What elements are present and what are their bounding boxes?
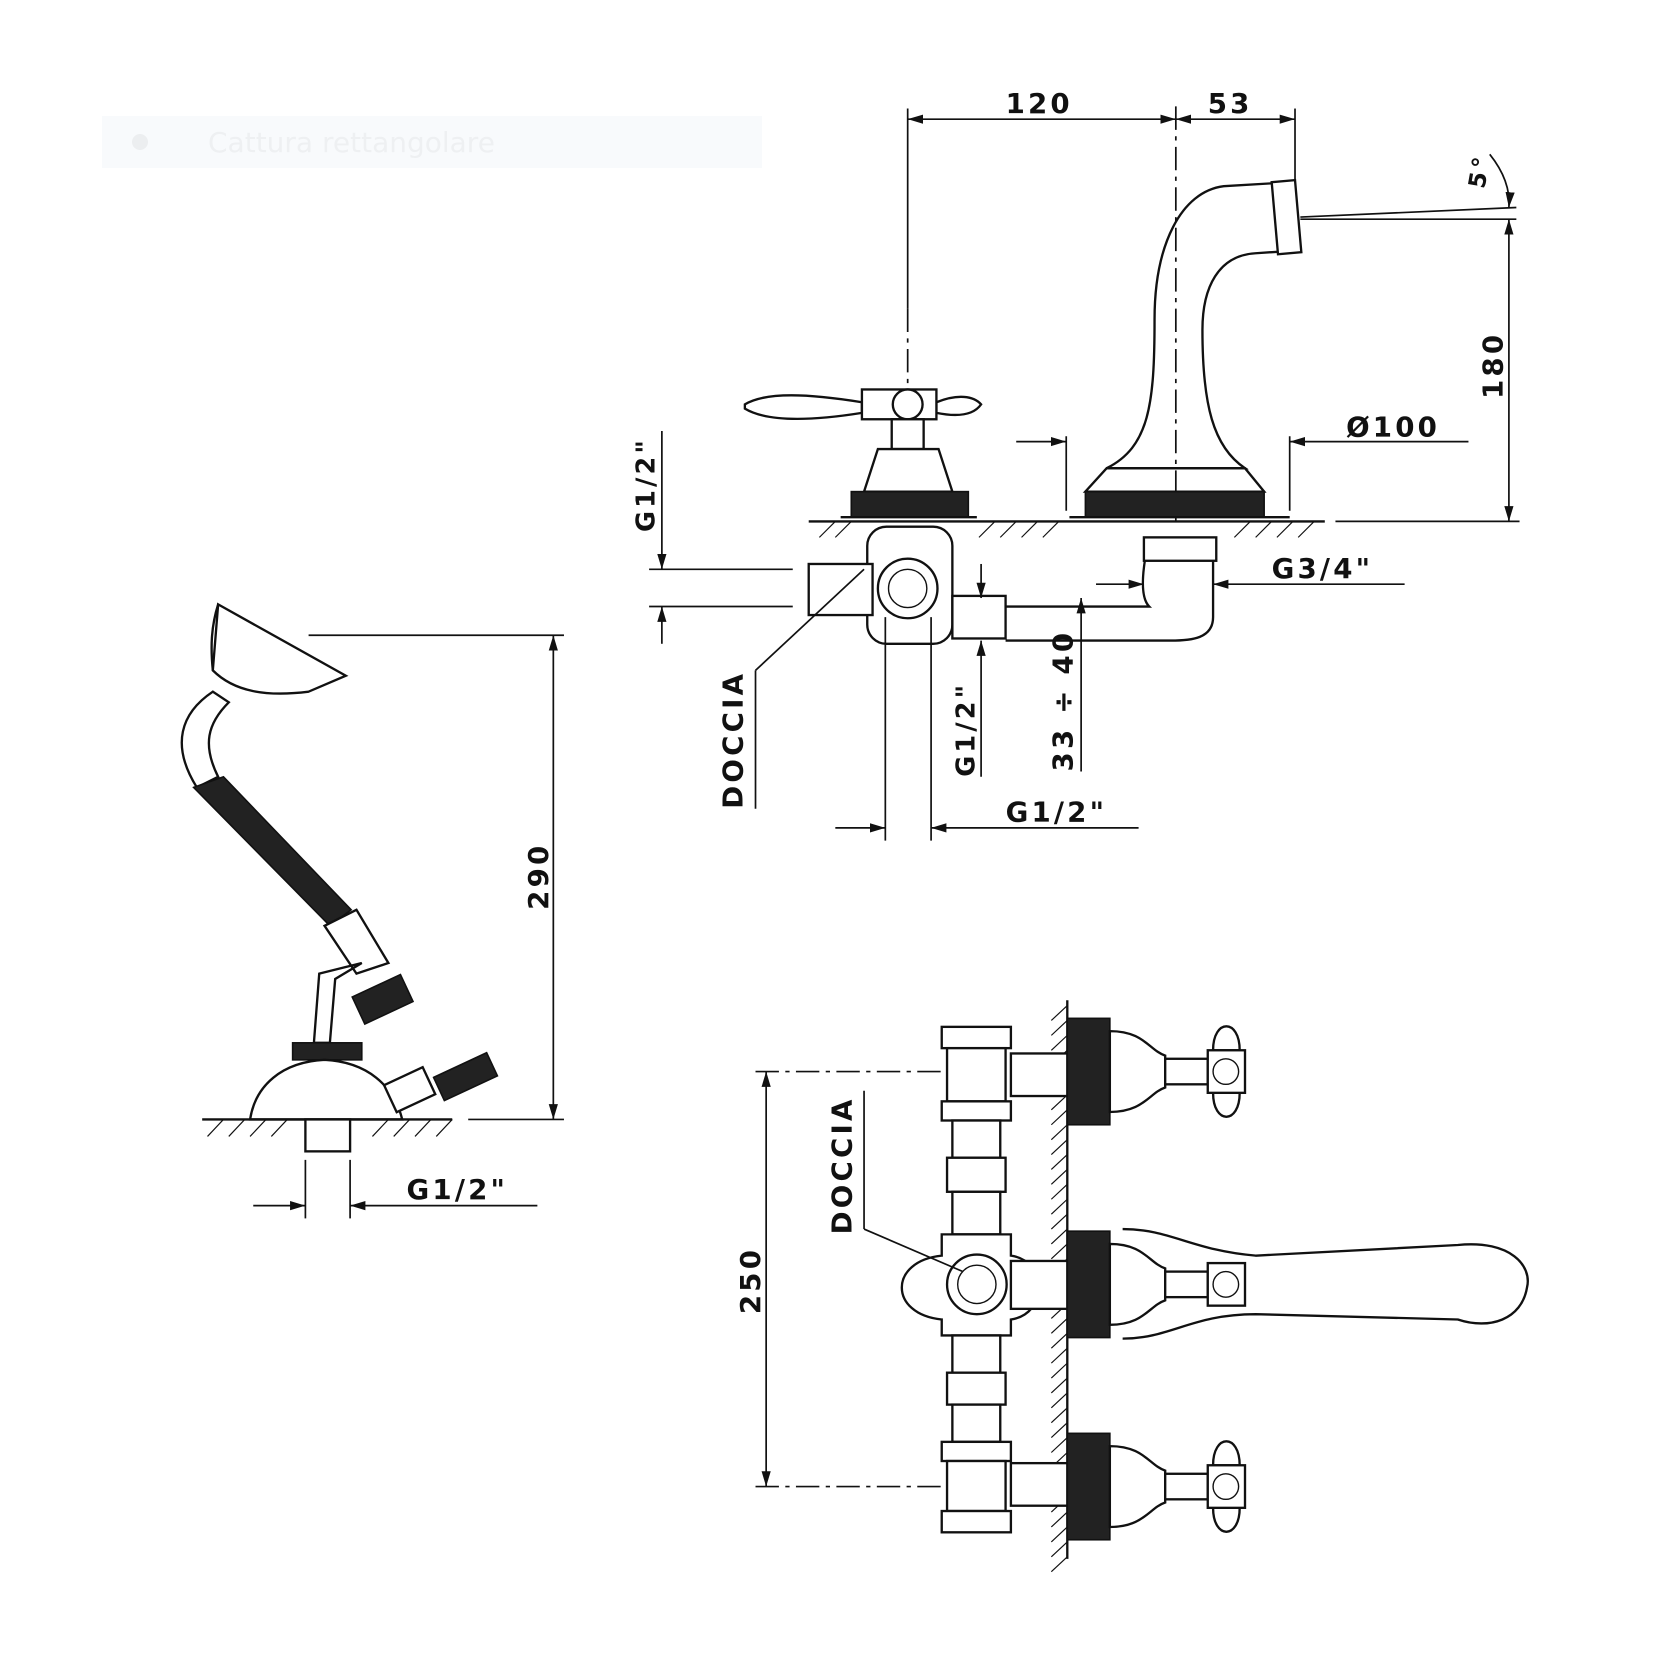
dim-120-label: 120 <box>1006 87 1073 120</box>
wall-mixer-plan: 250 DOCCIA <box>734 1000 1529 1573</box>
dim-290-label: 290 <box>522 842 555 909</box>
hand-shower-g12-label: G1/2" <box>406 1173 508 1206</box>
g12-left-label: G1/2" <box>631 437 661 532</box>
valve-group <box>1066 1230 1247 1339</box>
capture-label: Cattura rettangolare <box>208 125 495 159</box>
angle-label: 5° <box>1463 152 1497 191</box>
valve-group <box>1066 1017 1247 1126</box>
g34-label: G3/4" <box>1272 552 1374 585</box>
dim-180-label: 180 <box>1477 332 1510 399</box>
deck-mixer-elevation: 120 53 5° 180 Ø100 G1/2" G3/4" <box>631 87 1520 841</box>
hand-shower-elevation: 290 G1/2" <box>180 602 564 1219</box>
g12-vertical-label: G1/2" <box>952 682 982 777</box>
g12-bottom-label: G1/2" <box>1006 795 1108 828</box>
valve-group <box>1066 1432 1247 1541</box>
capture-icon <box>132 134 148 150</box>
dim-53-label: 53 <box>1208 87 1253 120</box>
doccia-front-label: DOCCIA <box>825 1096 858 1234</box>
capture-overlay: Cattura rettangolare <box>102 116 762 168</box>
dim-33-40-label: 33 ÷ 40 <box>1047 630 1080 772</box>
dim-250-label: 250 <box>734 1247 767 1314</box>
doccia-top-label: DOCCIA <box>717 671 750 809</box>
dim-d100-label: Ø100 <box>1346 410 1440 443</box>
